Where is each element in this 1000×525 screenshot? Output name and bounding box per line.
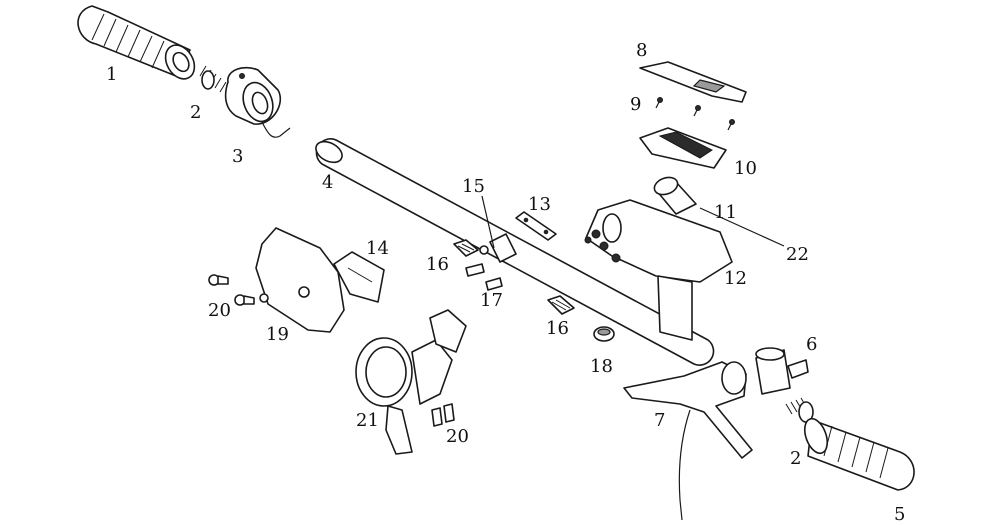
label-4: 4 <box>322 172 333 193</box>
clip-lower <box>547 295 575 315</box>
display-screws <box>655 97 735 131</box>
display-unit <box>639 127 727 169</box>
label-18: 18 <box>590 356 613 377</box>
label-3: 3 <box>232 146 243 167</box>
label-21: 21 <box>356 410 379 431</box>
label-8: 8 <box>636 40 647 61</box>
screws-20-right <box>431 403 455 427</box>
left-spring <box>199 65 227 93</box>
bushing <box>653 176 697 215</box>
label-10: 10 <box>734 158 757 179</box>
throttle-housing <box>224 66 291 138</box>
grommet <box>593 326 615 342</box>
label-17: 17 <box>480 290 503 311</box>
label-7: 7 <box>654 410 665 431</box>
label-16-upper: 16 <box>426 254 449 275</box>
label-5: 5 <box>894 504 905 525</box>
label-1: 1 <box>106 64 117 85</box>
right-spring <box>785 397 814 423</box>
small-bracket <box>515 211 557 241</box>
leader-lines <box>481 195 785 249</box>
part-labels: 1 2 2 3 4 5 6 7 8 9 10 11 12 13 14 15 16… <box>106 40 905 525</box>
label-12: 12 <box>724 268 747 289</box>
screws-20-left <box>208 274 255 306</box>
screws-17 <box>465 245 503 291</box>
label-9: 9 <box>630 94 641 115</box>
label-20-right: 20 <box>446 426 469 447</box>
clamp-plate <box>489 233 517 263</box>
mounting-bracket <box>255 227 345 333</box>
stem <box>584 199 733 341</box>
label-13: 13 <box>528 194 551 215</box>
right-grip <box>803 417 915 491</box>
label-14: 14 <box>366 238 389 259</box>
label-19: 19 <box>266 324 289 345</box>
clip-upper <box>453 239 479 257</box>
bell <box>755 347 809 395</box>
label-22: 22 <box>786 244 809 265</box>
label-15: 15 <box>462 176 485 197</box>
control-module <box>333 251 385 303</box>
headlight-assembly <box>355 309 467 455</box>
label-2-right: 2 <box>790 448 801 469</box>
label-11: 11 <box>714 202 737 223</box>
label-2-left: 2 <box>190 102 201 123</box>
label-16-lower: 16 <box>546 318 569 339</box>
left-grip <box>77 5 196 80</box>
label-6: 6 <box>806 334 817 355</box>
label-20-left: 20 <box>208 300 231 321</box>
display-cover <box>639 61 747 103</box>
brake-lever <box>623 361 753 521</box>
